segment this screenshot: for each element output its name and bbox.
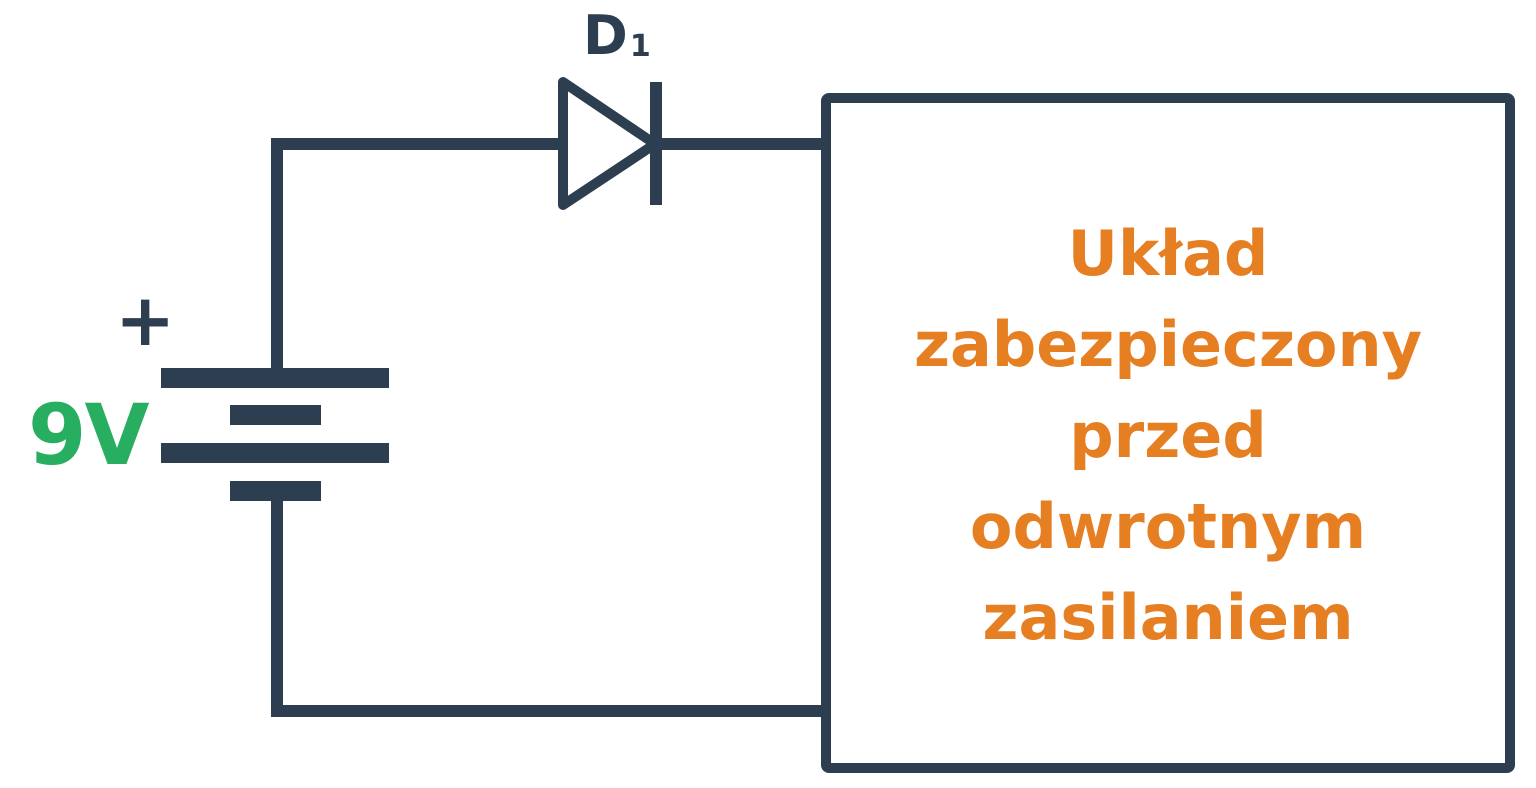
battery-polarity-plus: + [115,278,176,362]
wire-top-left [271,138,562,368]
protected-circuit-label-line: odwrotnym [969,490,1367,563]
protected-circuit-label-line: zabezpieczony [913,308,1423,381]
battery-plate-short-1 [230,405,321,425]
diode-label-main: D [583,4,628,67]
protected-circuit-label-line: Układ [1067,217,1269,290]
diode-label: D1 [583,6,651,75]
protected-circuit-label-line: przed [1069,399,1267,472]
protected-circuit-label: Układ zabezpieczony przed odwrotnym zasi… [826,208,1510,663]
diode-triangle [558,77,660,210]
protected-circuit-box [821,93,1515,773]
protected-circuit-label-line: zasilaniem [982,581,1354,654]
battery-plate-long-1 [161,368,389,388]
diode-label-subscript: 1 [629,29,651,64]
wire-bottom [271,500,826,717]
battery-plate-short-2 [230,481,321,501]
battery-plate-long-2 [161,443,389,463]
battery-voltage-label: 9V [28,386,149,484]
